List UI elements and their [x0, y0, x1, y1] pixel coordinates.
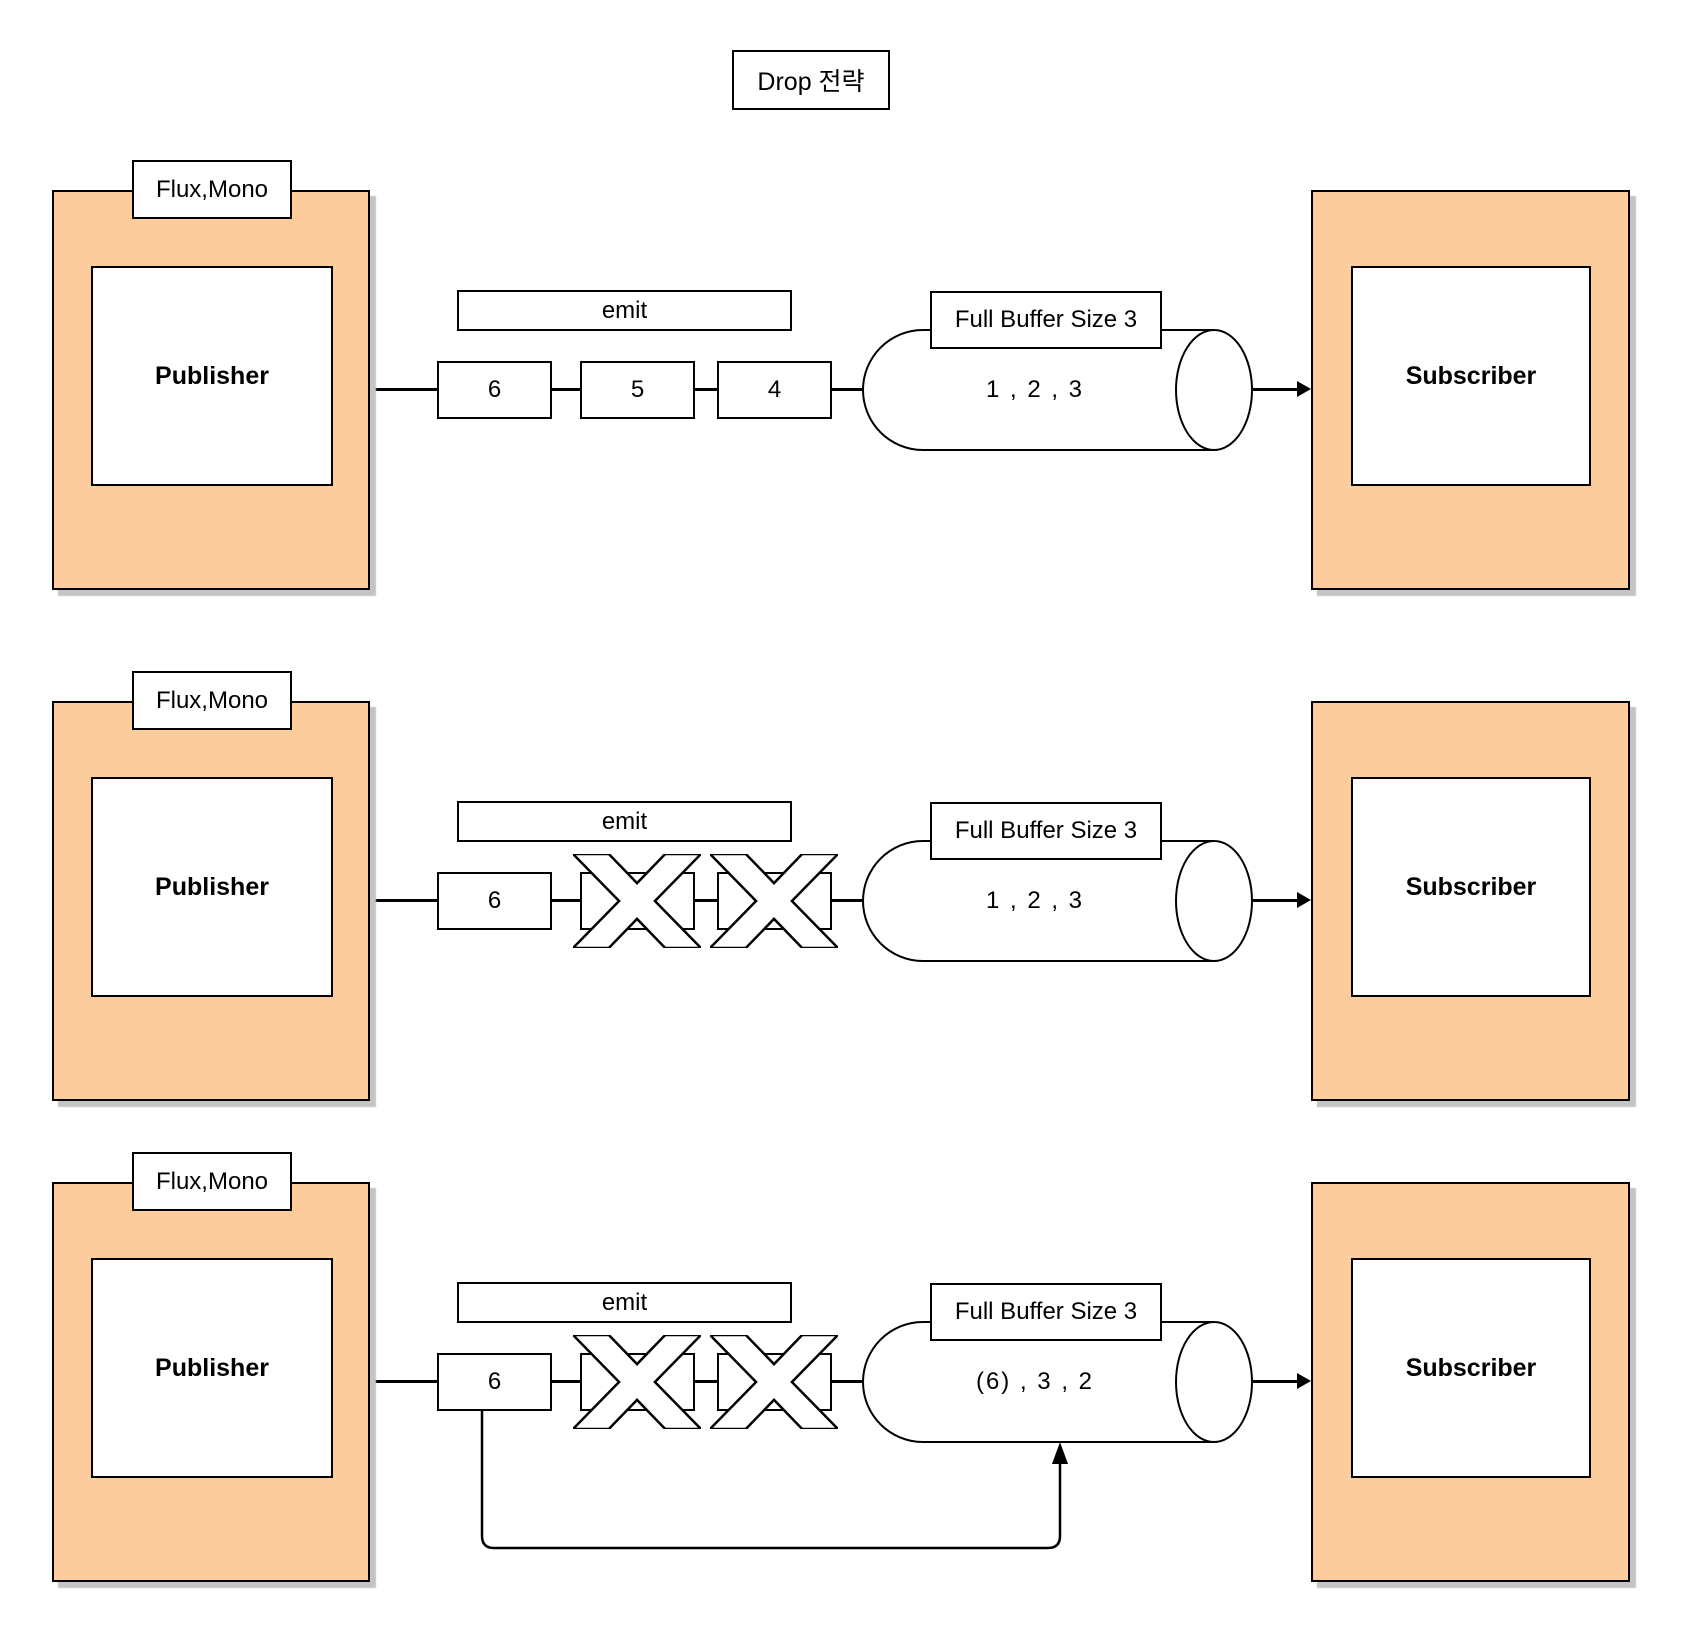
flow-wire: [370, 899, 437, 902]
dropped-item-x-icon: [710, 1335, 838, 1429]
buffer-size-label: Full Buffer Size 3: [930, 1283, 1162, 1341]
subscriber-inner-box: Subscriber: [1351, 266, 1591, 486]
subscriber-inner-box: Subscriber: [1351, 1258, 1591, 1478]
arrowhead-icon: [1297, 381, 1311, 397]
diagram-title: Drop 전략: [732, 50, 890, 110]
arrowhead-icon: [1297, 1373, 1311, 1389]
flow-wire: [1253, 1380, 1299, 1383]
buffer-cylinder: [862, 840, 1214, 962]
buffer-cylinder: [862, 329, 1214, 451]
flow-wire: [695, 388, 717, 391]
flow-wire: [552, 388, 580, 391]
queue-item-box: 6: [437, 1353, 552, 1411]
flow-wire: [695, 1380, 717, 1383]
dropped-item-x-icon: [573, 1335, 701, 1429]
flux-mono-label: Flux,Mono: [132, 1152, 292, 1211]
flow-wire: [695, 899, 717, 902]
flow-wire: [552, 1380, 580, 1383]
emit-label: emit: [457, 1282, 792, 1323]
flow-wire: [370, 1380, 437, 1383]
flux-mono-label: Flux,Mono: [132, 671, 292, 730]
queue-item-box: 6: [437, 872, 552, 930]
buffer-cylinder: [862, 1321, 1214, 1443]
flow-wire: [1253, 899, 1299, 902]
publisher-inner-box: Publisher: [91, 266, 333, 486]
queue-item-box: 4: [717, 361, 832, 419]
publisher-inner-box: Publisher: [91, 1258, 333, 1478]
flow-wire: [1253, 388, 1299, 391]
buffer-cylinder-cap: [1175, 329, 1253, 451]
subscriber-inner-box: Subscriber: [1351, 777, 1591, 997]
queue-item-box: 5: [580, 361, 695, 419]
arrowhead-icon: [1052, 1442, 1068, 1464]
overflow-feedback-arrow: [480, 1411, 1068, 1550]
buffer-content: 1 , 2 , 3: [985, 376, 1085, 403]
arrowhead-icon: [1297, 892, 1311, 908]
buffer-size-label: Full Buffer Size 3: [930, 291, 1162, 349]
flow-wire: [830, 899, 864, 902]
queue-item-box: 6: [437, 361, 552, 419]
buffer-cylinder-cap: [1175, 840, 1253, 962]
emit-label: emit: [457, 801, 792, 842]
buffer-cylinder-cap: [1175, 1321, 1253, 1443]
publisher-inner-box: Publisher: [91, 777, 333, 997]
flow-wire: [830, 1380, 864, 1383]
emit-label: emit: [457, 290, 792, 331]
buffer-content: (6) , 3 , 2: [975, 1368, 1095, 1395]
flow-wire: [370, 388, 437, 391]
buffer-content: 1 , 2 , 3: [985, 887, 1085, 914]
flux-mono-label: Flux,Mono: [132, 160, 292, 219]
flow-wire: [830, 388, 864, 391]
dropped-item-x-icon: [710, 854, 838, 948]
flow-wire: [552, 899, 580, 902]
dropped-item-x-icon: [573, 854, 701, 948]
buffer-size-label: Full Buffer Size 3: [930, 802, 1162, 860]
